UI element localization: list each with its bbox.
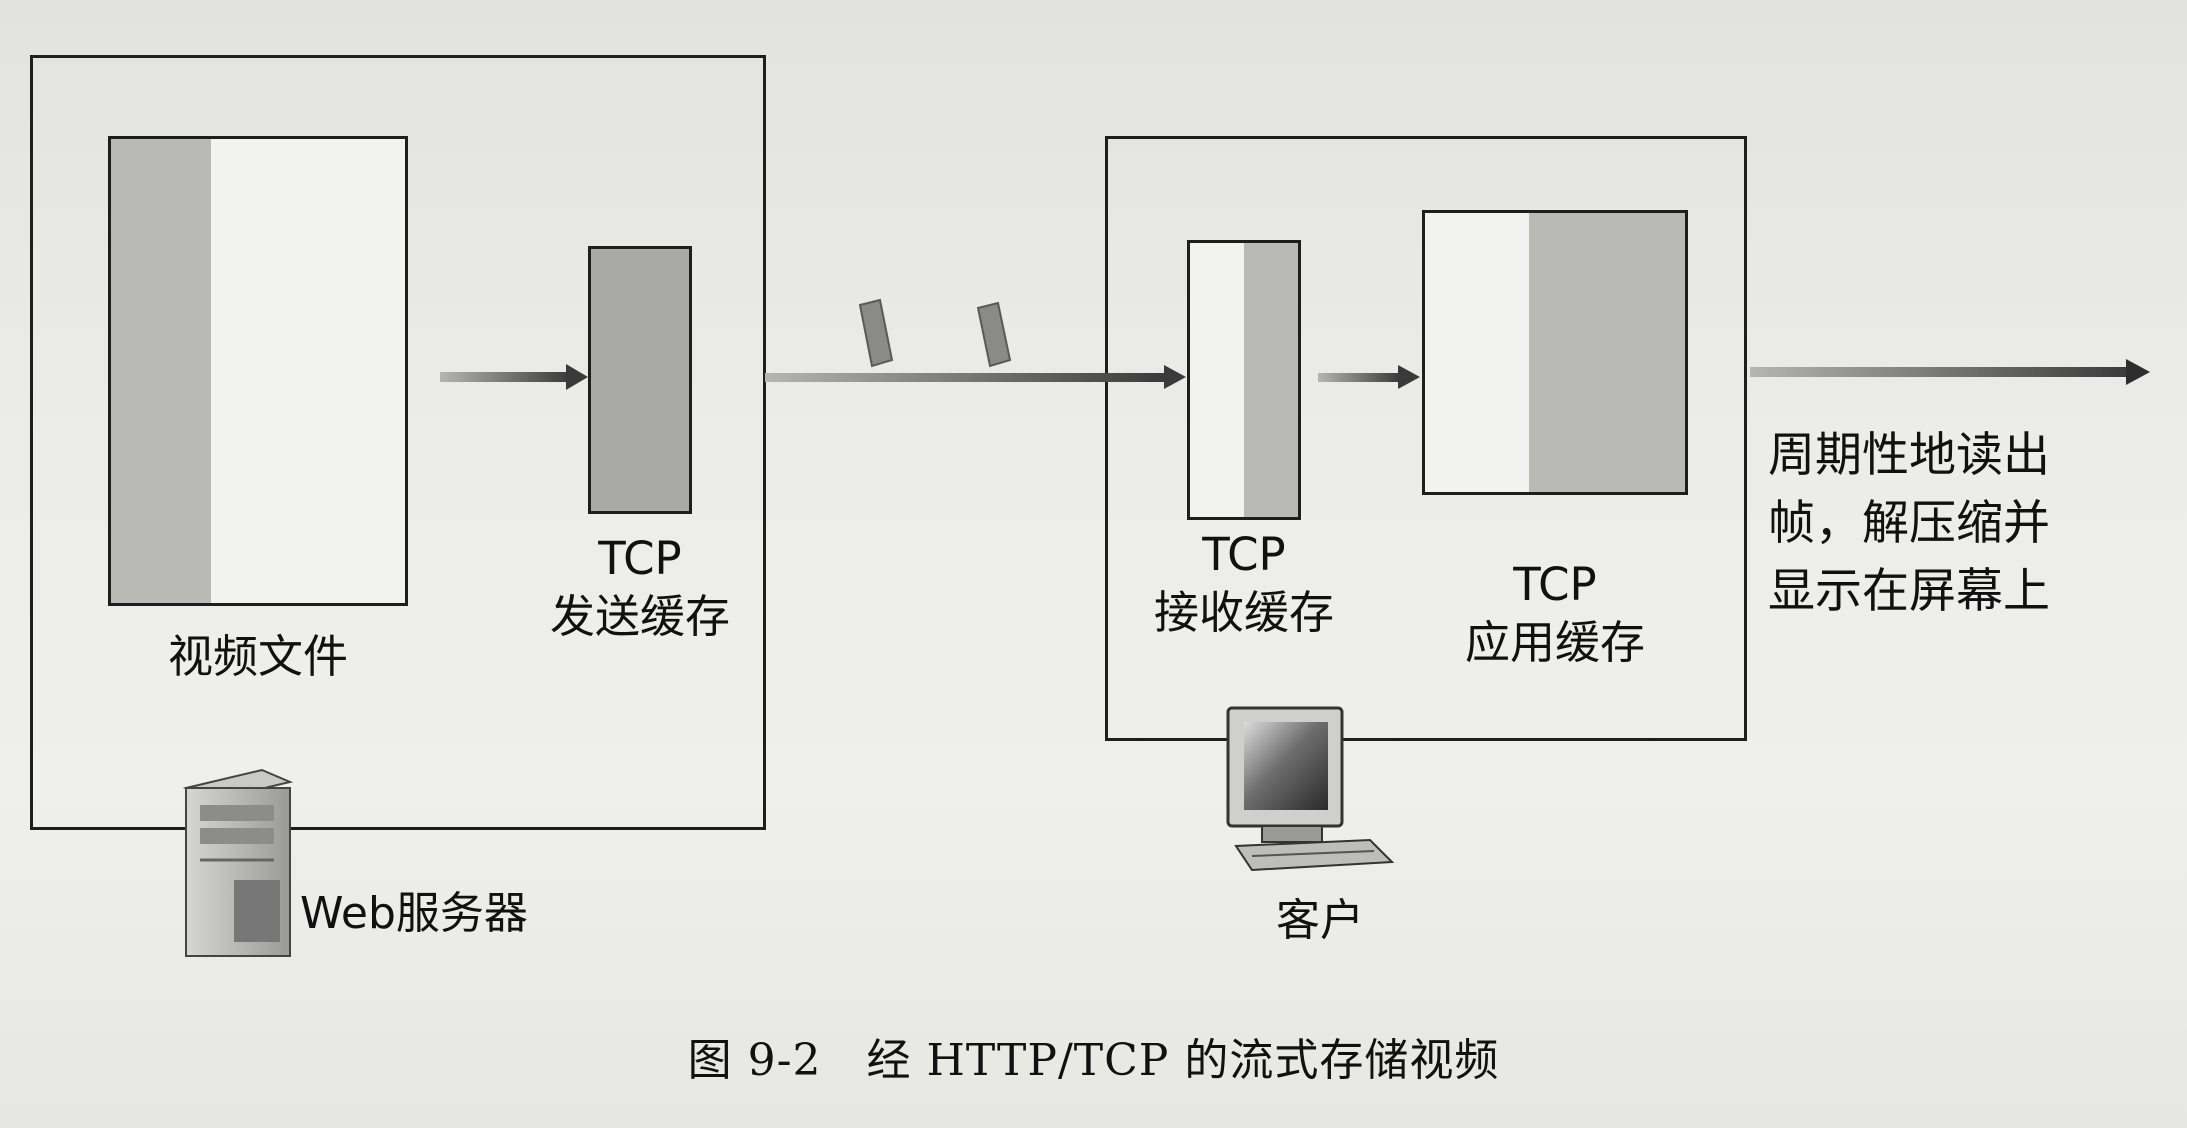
tcp-receive-buffer-box bbox=[1187, 240, 1301, 520]
tcp-app-buffer-label-line2: 应用缓存 bbox=[1464, 616, 1645, 669]
figure-caption: 图 9-2 经 HTTP/TCP 的流式存储视频 bbox=[687, 1035, 1500, 1086]
output-note-line2: 帧，解压缩并 bbox=[1768, 496, 2050, 551]
arrow-app-buffer-to-output bbox=[1750, 359, 2150, 385]
video-file-fill bbox=[111, 139, 211, 603]
server-tower-icon bbox=[182, 768, 294, 957]
tcp-send-buffer-fill bbox=[591, 249, 689, 511]
video-file-label: 视频文件 bbox=[167, 630, 348, 683]
arrow-file-to-send-buffer bbox=[440, 364, 588, 390]
tcp-send-buffer-label-line1: TCP bbox=[598, 532, 682, 585]
web-server-box bbox=[30, 55, 766, 830]
arrow-recv-to-app-buffer bbox=[1318, 365, 1420, 389]
output-note: 周期性地读出 帧，解压缩并 显示在屏幕上 bbox=[1768, 422, 2098, 626]
tcp-receive-buffer-label-line1: TCP bbox=[1202, 528, 1286, 581]
video-file-box bbox=[108, 136, 408, 606]
client-box bbox=[1105, 136, 1747, 741]
tcp-app-buffer-box bbox=[1422, 210, 1688, 495]
output-note-line3: 显示在屏幕上 bbox=[1768, 564, 2050, 619]
packet-icon bbox=[976, 301, 1012, 368]
tcp-receive-buffer-label: TCP 接收缓存 bbox=[1144, 526, 1344, 642]
tcp-send-buffer-label: TCP 发送缓存 bbox=[540, 530, 740, 646]
tcp-receive-buffer-fill bbox=[1244, 243, 1298, 517]
tcp-receive-buffer-label-line2: 接收缓存 bbox=[1153, 586, 1334, 639]
tcp-send-buffer-box bbox=[588, 246, 692, 514]
client-label: 客户 bbox=[1276, 895, 1364, 946]
output-note-line1: 周期性地读出 bbox=[1768, 428, 2050, 483]
tcp-app-buffer-label-line1: TCP bbox=[1513, 558, 1597, 611]
packet-icon bbox=[858, 298, 894, 368]
tcp-app-buffer-fill bbox=[1529, 213, 1685, 492]
web-server-label: Web服务器 bbox=[300, 888, 528, 939]
desktop-computer-icon bbox=[1226, 706, 1395, 872]
arrow-network bbox=[765, 365, 1186, 389]
tcp-send-buffer-label-line2: 发送缓存 bbox=[549, 590, 730, 643]
tcp-app-buffer-label: TCP 应用缓存 bbox=[1455, 556, 1655, 672]
